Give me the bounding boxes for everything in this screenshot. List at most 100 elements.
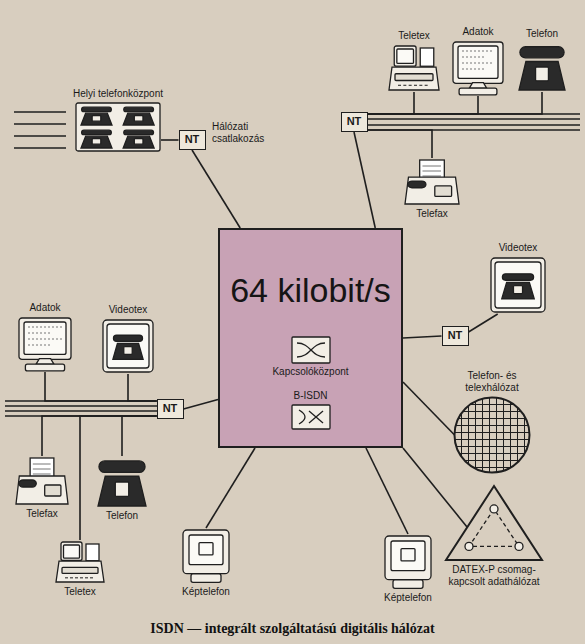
telephone: Telefon <box>515 28 569 92</box>
switch-path <box>297 343 325 357</box>
videophone-picture <box>401 549 415 561</box>
paper-line <box>422 166 440 167</box>
phone-handset <box>502 274 533 280</box>
videophone-case <box>385 536 431 580</box>
phone-handset <box>99 461 145 473</box>
bus-line <box>5 410 157 412</box>
teletex-terminal-icon <box>55 540 105 584</box>
videotex-terminal: Videotex <box>99 304 157 374</box>
videotex-terminal-icon <box>489 256 547 314</box>
grid-line <box>453 467 531 468</box>
grid-line <box>482 396 483 474</box>
connector <box>403 336 442 338</box>
videophone-case <box>183 530 229 574</box>
connector <box>366 448 408 534</box>
phone-body <box>502 282 534 299</box>
trunk-line <box>14 135 66 137</box>
figure-caption: ISDN — integrált szolgáltatású digitális… <box>0 620 585 638</box>
telephone-telex-network-label: Telefon- és telexhálózat <box>447 370 537 394</box>
connector <box>184 400 219 409</box>
packet-data-network: DATEX-P csomag- kapcsolt adathálózat <box>432 484 556 588</box>
bisdn-symbol-icon <box>291 404 331 430</box>
grid-line <box>468 396 469 474</box>
phone-dial <box>536 67 549 81</box>
network-termination-label: NT <box>163 400 178 417</box>
phone-dial <box>115 482 128 496</box>
switching-center-box: KapcsolóközpontB-ISDN64 kilobit/s <box>218 228 403 448</box>
monitor-screen <box>24 322 66 354</box>
videophone: Képtelefon <box>381 534 435 604</box>
switch-path <box>299 410 305 424</box>
grid-line <box>453 418 531 419</box>
data-terminal-label: Adatok <box>29 302 60 314</box>
telefax-icon <box>15 456 69 506</box>
monitor-stand <box>469 83 486 89</box>
key-mark <box>80 577 83 578</box>
teletex-terminal-label: Teletex <box>398 30 430 42</box>
grid-line <box>489 396 490 474</box>
key-mark <box>425 85 428 86</box>
screen-text <box>462 51 494 52</box>
connector <box>206 448 255 528</box>
phone-dial <box>124 347 132 355</box>
data-terminal: Adatok <box>15 302 75 372</box>
telephone-label: Telefon <box>106 510 138 522</box>
data-terminal-label: Adatok <box>462 26 493 38</box>
phone-body <box>123 136 154 148</box>
videophone-screen <box>391 541 425 571</box>
bisdn-symbol: B-ISDN <box>289 390 333 430</box>
phone-body <box>81 136 112 148</box>
packet-data-network-label: DATEX-P csomag- kapcsolt adathálózat <box>434 564 554 588</box>
connector <box>128 374 157 401</box>
network-triangle <box>446 486 542 560</box>
fax-handset <box>408 181 426 188</box>
phone-dial <box>134 116 143 122</box>
telephone: Telefon <box>94 456 150 522</box>
keyboard-body <box>56 561 104 582</box>
telefax: Telefax <box>402 158 462 220</box>
packet-node <box>490 505 498 513</box>
phone-handset <box>124 130 154 135</box>
grid-line <box>453 411 531 412</box>
grid-line <box>453 453 531 454</box>
connector <box>403 448 467 527</box>
monitor-screen <box>458 46 498 78</box>
key-mark <box>75 577 78 578</box>
monitor-base <box>25 364 64 371</box>
key-mark <box>65 577 68 578</box>
local-exchange-icon <box>75 102 161 152</box>
grid-line <box>453 404 531 405</box>
packet-links <box>469 509 519 546</box>
teletex-terminal: Teletex <box>386 30 442 92</box>
grid-line <box>510 396 511 474</box>
switch-symbol: Kapcsolóközpont <box>270 336 351 378</box>
phone-dial <box>134 139 143 145</box>
grid-line <box>453 425 531 426</box>
screen-text <box>28 333 52 334</box>
telephone-label: Telefon <box>526 28 558 40</box>
network-grid <box>453 396 531 474</box>
connector <box>368 96 479 114</box>
connector <box>469 314 498 332</box>
key-mark <box>409 85 412 86</box>
videophone-icon <box>383 534 433 590</box>
grid-line <box>461 396 462 474</box>
paper-sheet <box>420 48 434 66</box>
data-terminal-icon <box>17 316 73 372</box>
screen-text <box>28 339 62 340</box>
videophone-screen <box>189 535 223 565</box>
teletex-terminal-label: Teletex <box>64 586 96 598</box>
paper-line <box>33 464 51 465</box>
phone-dial <box>513 286 522 294</box>
paper-line <box>33 469 51 470</box>
connector <box>122 416 157 456</box>
key-mark <box>85 577 88 578</box>
packet-node <box>465 542 473 550</box>
fax-body <box>405 177 459 204</box>
phone-handset <box>82 130 112 135</box>
switch-symbol-label: Kapcsolóközpont <box>272 366 348 378</box>
bus-line <box>367 118 580 120</box>
symbol-box <box>292 405 330 429</box>
key-mark <box>414 85 417 86</box>
phone-body <box>98 476 146 506</box>
